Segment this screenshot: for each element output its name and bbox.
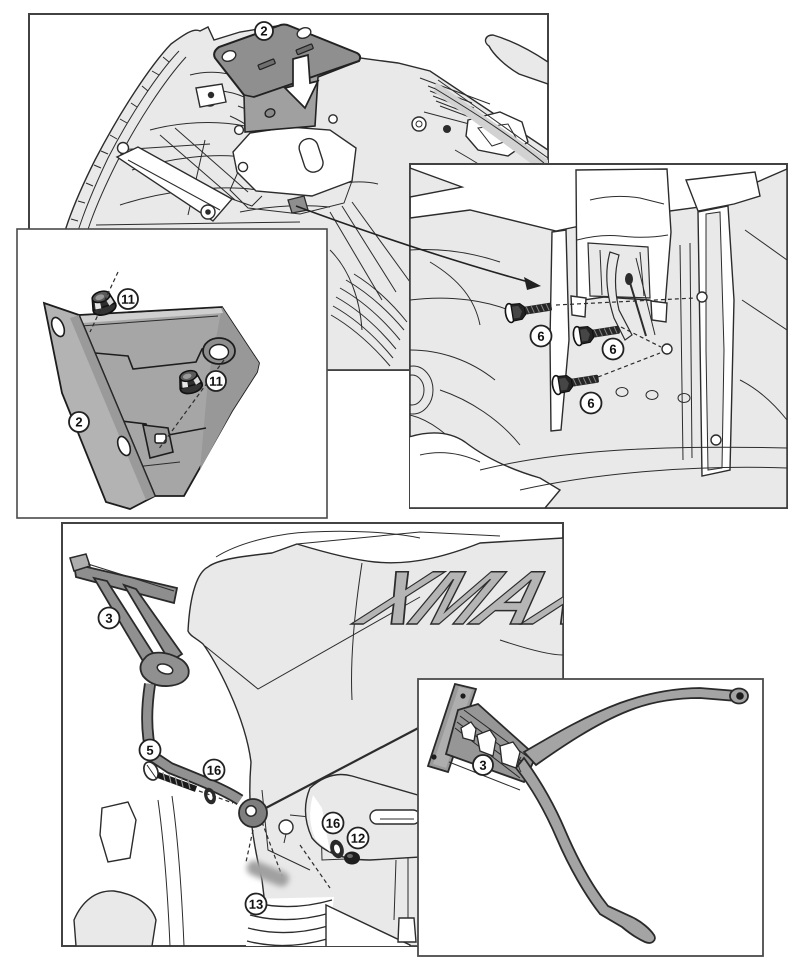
svg-text:12: 12 [351,831,365,846]
svg-text:2: 2 [75,414,82,429]
svg-text:6: 6 [609,342,616,357]
svg-text:2: 2 [260,23,267,38]
svg-text:6: 6 [587,396,594,411]
svg-text:3: 3 [105,611,112,626]
svg-text:3: 3 [479,758,486,773]
svg-text:16: 16 [326,816,340,831]
svg-text:6: 6 [537,329,544,344]
svg-text:13: 13 [249,897,263,912]
svg-text:5: 5 [146,743,153,758]
svg-text:11: 11 [121,292,135,307]
svg-text:16: 16 [207,763,221,778]
svg-text:11: 11 [209,374,223,389]
